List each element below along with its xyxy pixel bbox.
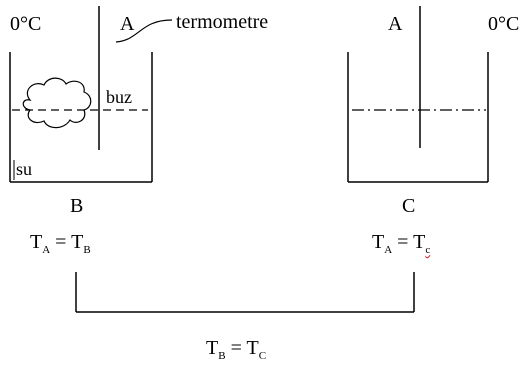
container-letter-c: C: [402, 195, 416, 217]
thermometer-callout-line: [115, 19, 173, 43]
left-thermometer-letter: A: [120, 13, 135, 35]
right-thermometer-letter: A: [388, 13, 403, 35]
ice-label: buz: [106, 87, 132, 107]
equation-tb-tc: TB = TC: [206, 337, 267, 362]
right-temp-label: 0°C: [488, 13, 520, 35]
container-letter-b: B: [70, 195, 84, 217]
equation-ta-tc: TA = Tc: [372, 231, 431, 256]
left-beaker: [9, 52, 153, 183]
left-temp-label: 0°C: [10, 13, 42, 35]
ice-cloud: [22, 77, 92, 129]
thermometer-callout-label: termometre: [176, 11, 269, 33]
water-label: su: [16, 159, 33, 179]
right-beaker: [347, 52, 489, 183]
equation-ta-tb: TA = TB: [30, 231, 91, 256]
comparison-bracket: [75, 272, 415, 313]
